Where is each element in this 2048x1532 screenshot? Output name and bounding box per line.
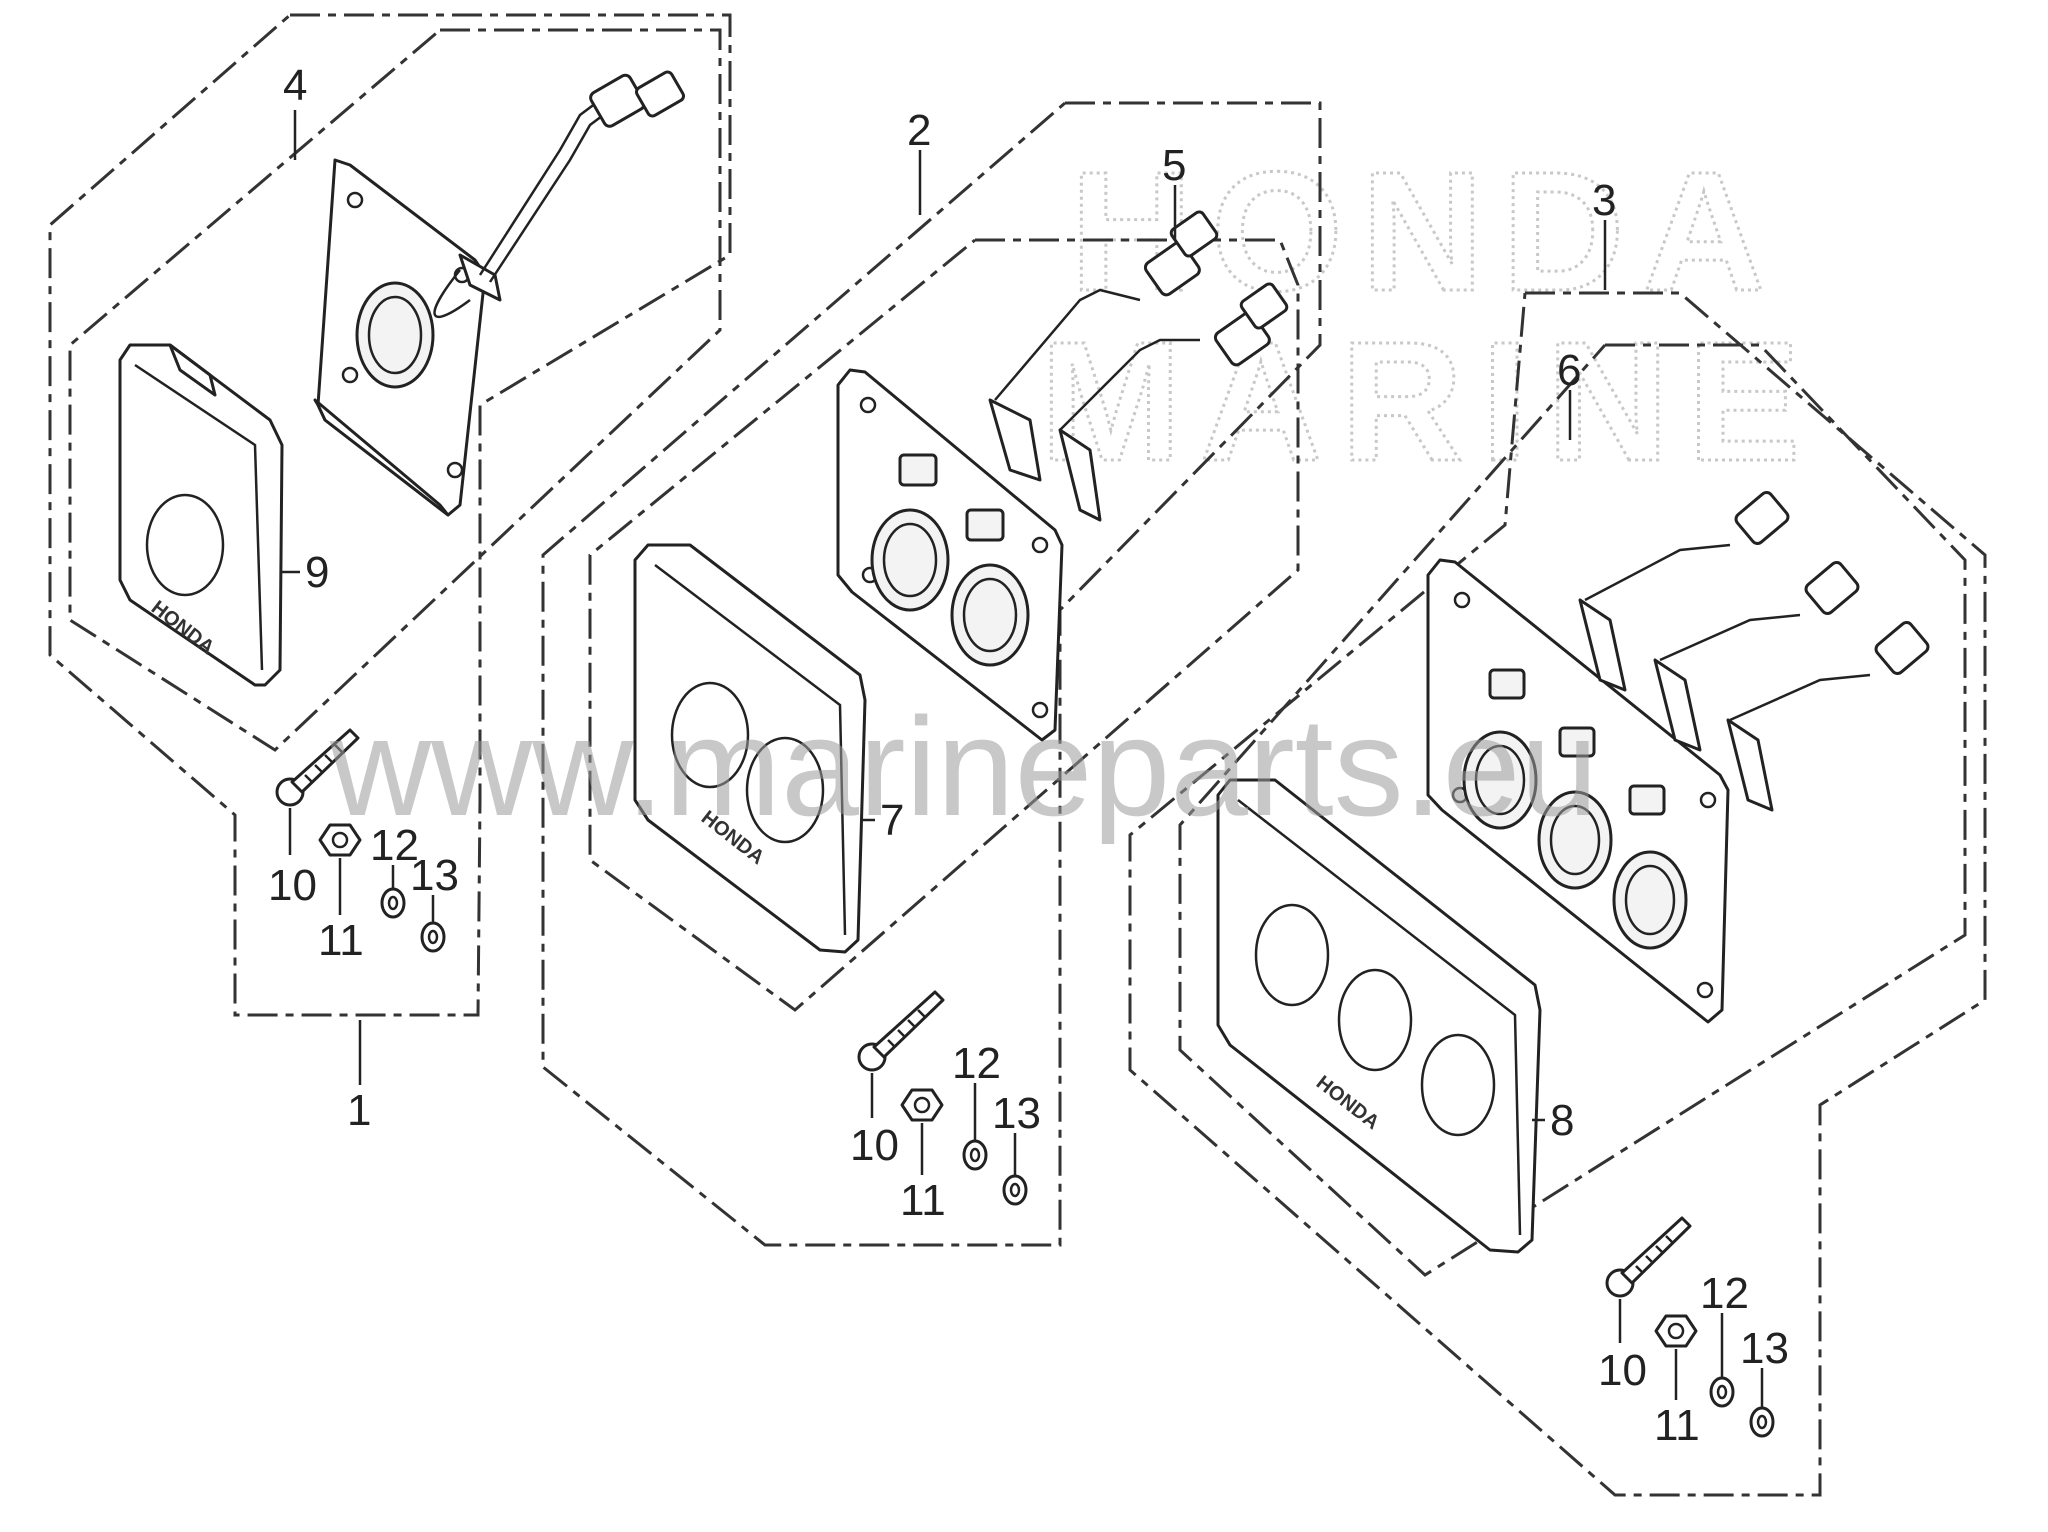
callout-5: 5 [1162,141,1186,190]
brand-watermark: HONDA MARINE [1039,136,1819,499]
callout-kit3-12: 12 [1700,1269,1749,1318]
socket-harness-single [313,70,685,517]
callout-1: 1 [347,1086,371,1135]
callout-kit1-11: 11 [318,916,364,965]
callout-kit1-12: 12 [370,821,419,870]
boundary-kit-1 [48,13,732,1017]
kit-single-outlet: HONDA [48,13,732,1017]
boundary-item-4 [68,28,722,752]
fasteners-kit-2 [857,990,1028,1206]
callout-3: 3 [1592,176,1616,225]
boundary-kit-3 [1128,291,1987,1497]
kit-triple-outlet: HONDA [1128,291,1987,1497]
site-watermark: www.marineparts.eu [329,688,1598,845]
callout-kit1-13: 13 [410,851,459,900]
callout-kit3-13: 13 [1740,1324,1789,1373]
callout-kit3-11: 11 [1654,1401,1700,1450]
fasteners-kit-3 [1605,1216,1775,1438]
callout-6: 6 [1557,346,1581,395]
callout-kit2-12: 12 [952,1039,1001,1088]
cover-single: HONDA [118,343,284,687]
svg-text:MARINE: MARINE [1040,307,1819,497]
callout-8: 8 [1550,1096,1574,1145]
callout-kit2-13: 13 [992,1089,1041,1138]
callout-kit2-10: 10 [850,1121,899,1170]
callout-kit3-10: 10 [1598,1346,1647,1395]
callout-2: 2 [907,106,931,155]
cover-double: HONDA [633,543,867,954]
socket-harness-triple [1426,491,1930,1024]
boundary-kit-2 [541,101,1322,1247]
callout-9: 9 [305,548,329,597]
callout-4: 4 [283,61,307,110]
kit-double-outlet: HONDA [541,101,1322,1247]
callout-kit1-10: 10 [268,861,317,910]
leader-lines [282,110,1764,1408]
socket-harness-double [836,210,1289,742]
boundary-item-6 [1178,343,1967,1277]
callout-labels: 4 1 2 5 3 6 7 8 9 10 11 12 13 10 11 12 1… [268,61,1789,1450]
fasteners-kit-1 [275,728,446,953]
callout-7: 7 [880,796,904,845]
boundary-item-5 [588,238,1300,1012]
callout-kit2-11: 11 [900,1176,946,1225]
